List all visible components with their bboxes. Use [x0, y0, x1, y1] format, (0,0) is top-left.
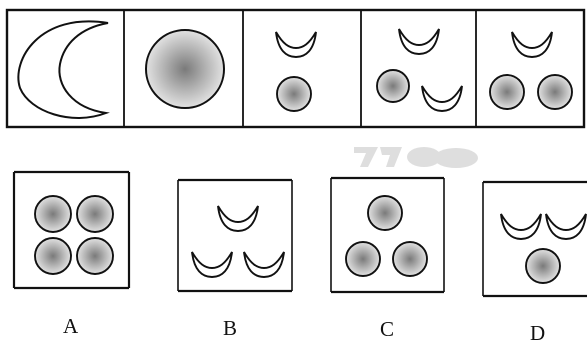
watermark-logo	[354, 147, 478, 168]
shaded-circle	[76, 237, 114, 275]
shaded-circle	[525, 248, 561, 284]
sequence-panel-2	[145, 29, 225, 109]
shaded-circle	[76, 195, 114, 233]
moon-shape	[545, 213, 587, 240]
sequence-panel-4	[376, 28, 463, 112]
option-a-label: A	[63, 314, 79, 338]
shaded-circle	[489, 74, 525, 110]
option-c-figure[interactable]	[330, 176, 445, 294]
crescent-shape	[17, 20, 110, 119]
moon-shape	[243, 251, 285, 278]
sequence-strip-frame	[5, 8, 586, 129]
option-c-label: C	[380, 317, 395, 341]
shaded-circle	[367, 195, 403, 231]
moon-shape	[191, 251, 233, 278]
shaded-circle	[392, 241, 428, 277]
shaded-circle	[537, 74, 573, 110]
moon-shape	[398, 28, 440, 55]
option-b-figure[interactable]	[177, 178, 293, 293]
moon-shape	[511, 31, 553, 58]
option-a-figure[interactable]	[12, 170, 131, 290]
shaded-circle	[34, 195, 72, 233]
shaded-circle	[345, 241, 381, 277]
moon-shape	[421, 85, 463, 112]
sequence-panel-3	[275, 31, 317, 112]
moon-shape	[500, 213, 542, 240]
option-d-figure[interactable]	[482, 180, 587, 298]
sequence-panel-1	[17, 20, 110, 119]
shaded-circle	[34, 237, 72, 275]
moon-shape	[217, 205, 259, 232]
shaded-circle	[276, 76, 312, 112]
option-b-label: B	[223, 316, 238, 340]
moon-shape	[275, 31, 317, 58]
shaded-circle	[376, 69, 410, 103]
option-d-label: D	[530, 321, 546, 345]
sequence-strip	[5, 8, 586, 129]
sequence-panel-5	[489, 31, 573, 110]
shaded-circle	[145, 29, 225, 109]
